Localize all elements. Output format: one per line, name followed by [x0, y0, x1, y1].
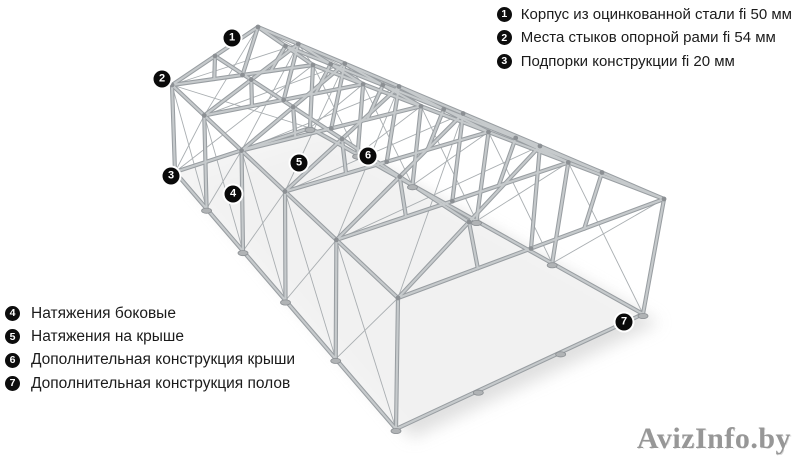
- diagram-marker-6: 6: [359, 147, 377, 165]
- legend-item: 3 Подпорки конструкции fi 20 мм: [496, 50, 792, 73]
- diagram-marker-3: 3: [162, 167, 180, 185]
- marker-number: 7: [620, 315, 628, 328]
- legend-badge-6: 6: [5, 352, 20, 368]
- legend-item: 7 Дополнительная конструкция полов: [5, 372, 295, 395]
- marker-number: 1: [228, 31, 236, 44]
- legend-item: 2 Места стыков опорной рами fi 54 мм: [496, 26, 792, 49]
- marker-number: 4: [229, 187, 237, 200]
- marker-number: 6: [364, 149, 372, 162]
- legend-badge-3: 3: [496, 53, 512, 69]
- legend-item: 5 Натяжения на крыше: [5, 325, 295, 348]
- legend-label: Корпус из оцинкованной стали fi 50 мм: [520, 6, 792, 24]
- legend-additional-parts: 4 Натяжения боковые 5 Натяжения на крыше…: [5, 302, 295, 395]
- legend-label: Подпорки конструкции fi 20 мм: [520, 52, 735, 70]
- joint-connectors: [169, 24, 667, 301]
- diagram-marker-7: 7: [615, 313, 633, 331]
- legend-label: Места стыков опорной рами fi 54 мм: [520, 29, 776, 47]
- legend-label: Натяжения на крыше: [31, 327, 184, 345]
- marker-number: 2: [158, 72, 166, 85]
- legend-badge-7: 7: [5, 376, 20, 392]
- legend-badge-4: 4: [5, 306, 20, 322]
- legend-item: 4 Натяжения боковые: [5, 302, 295, 325]
- legend-label: Натяжения боковые: [31, 304, 176, 322]
- legend-badge-2: 2: [496, 30, 512, 46]
- diagram-marker-5: 5: [290, 154, 308, 172]
- diagram-marker-2: 2: [153, 70, 171, 88]
- legend-item: 1 Корпус из оцинкованной стали fi 50 мм: [496, 3, 792, 26]
- diagram-marker-4: 4: [224, 185, 242, 203]
- diagram-marker-1: 1: [223, 29, 241, 47]
- marker-number: 3: [167, 169, 175, 182]
- floor-surface: [175, 128, 643, 429]
- legend-frame-specs: 1 Корпус из оцинкованной стали fi 50 мм …: [496, 3, 792, 73]
- legend-badge-5: 5: [5, 329, 20, 345]
- legend-item: 6 Дополнительная конструкция крыши: [5, 349, 295, 372]
- watermark-avizinfo: AvizInfo.by: [636, 422, 791, 455]
- marker-number: 5: [295, 156, 303, 169]
- legend-label: Дополнительная конструкция полов: [31, 374, 291, 392]
- legend-label: Дополнительная конструкция крыши: [31, 351, 296, 369]
- legend-badge-1: 1: [496, 7, 512, 23]
